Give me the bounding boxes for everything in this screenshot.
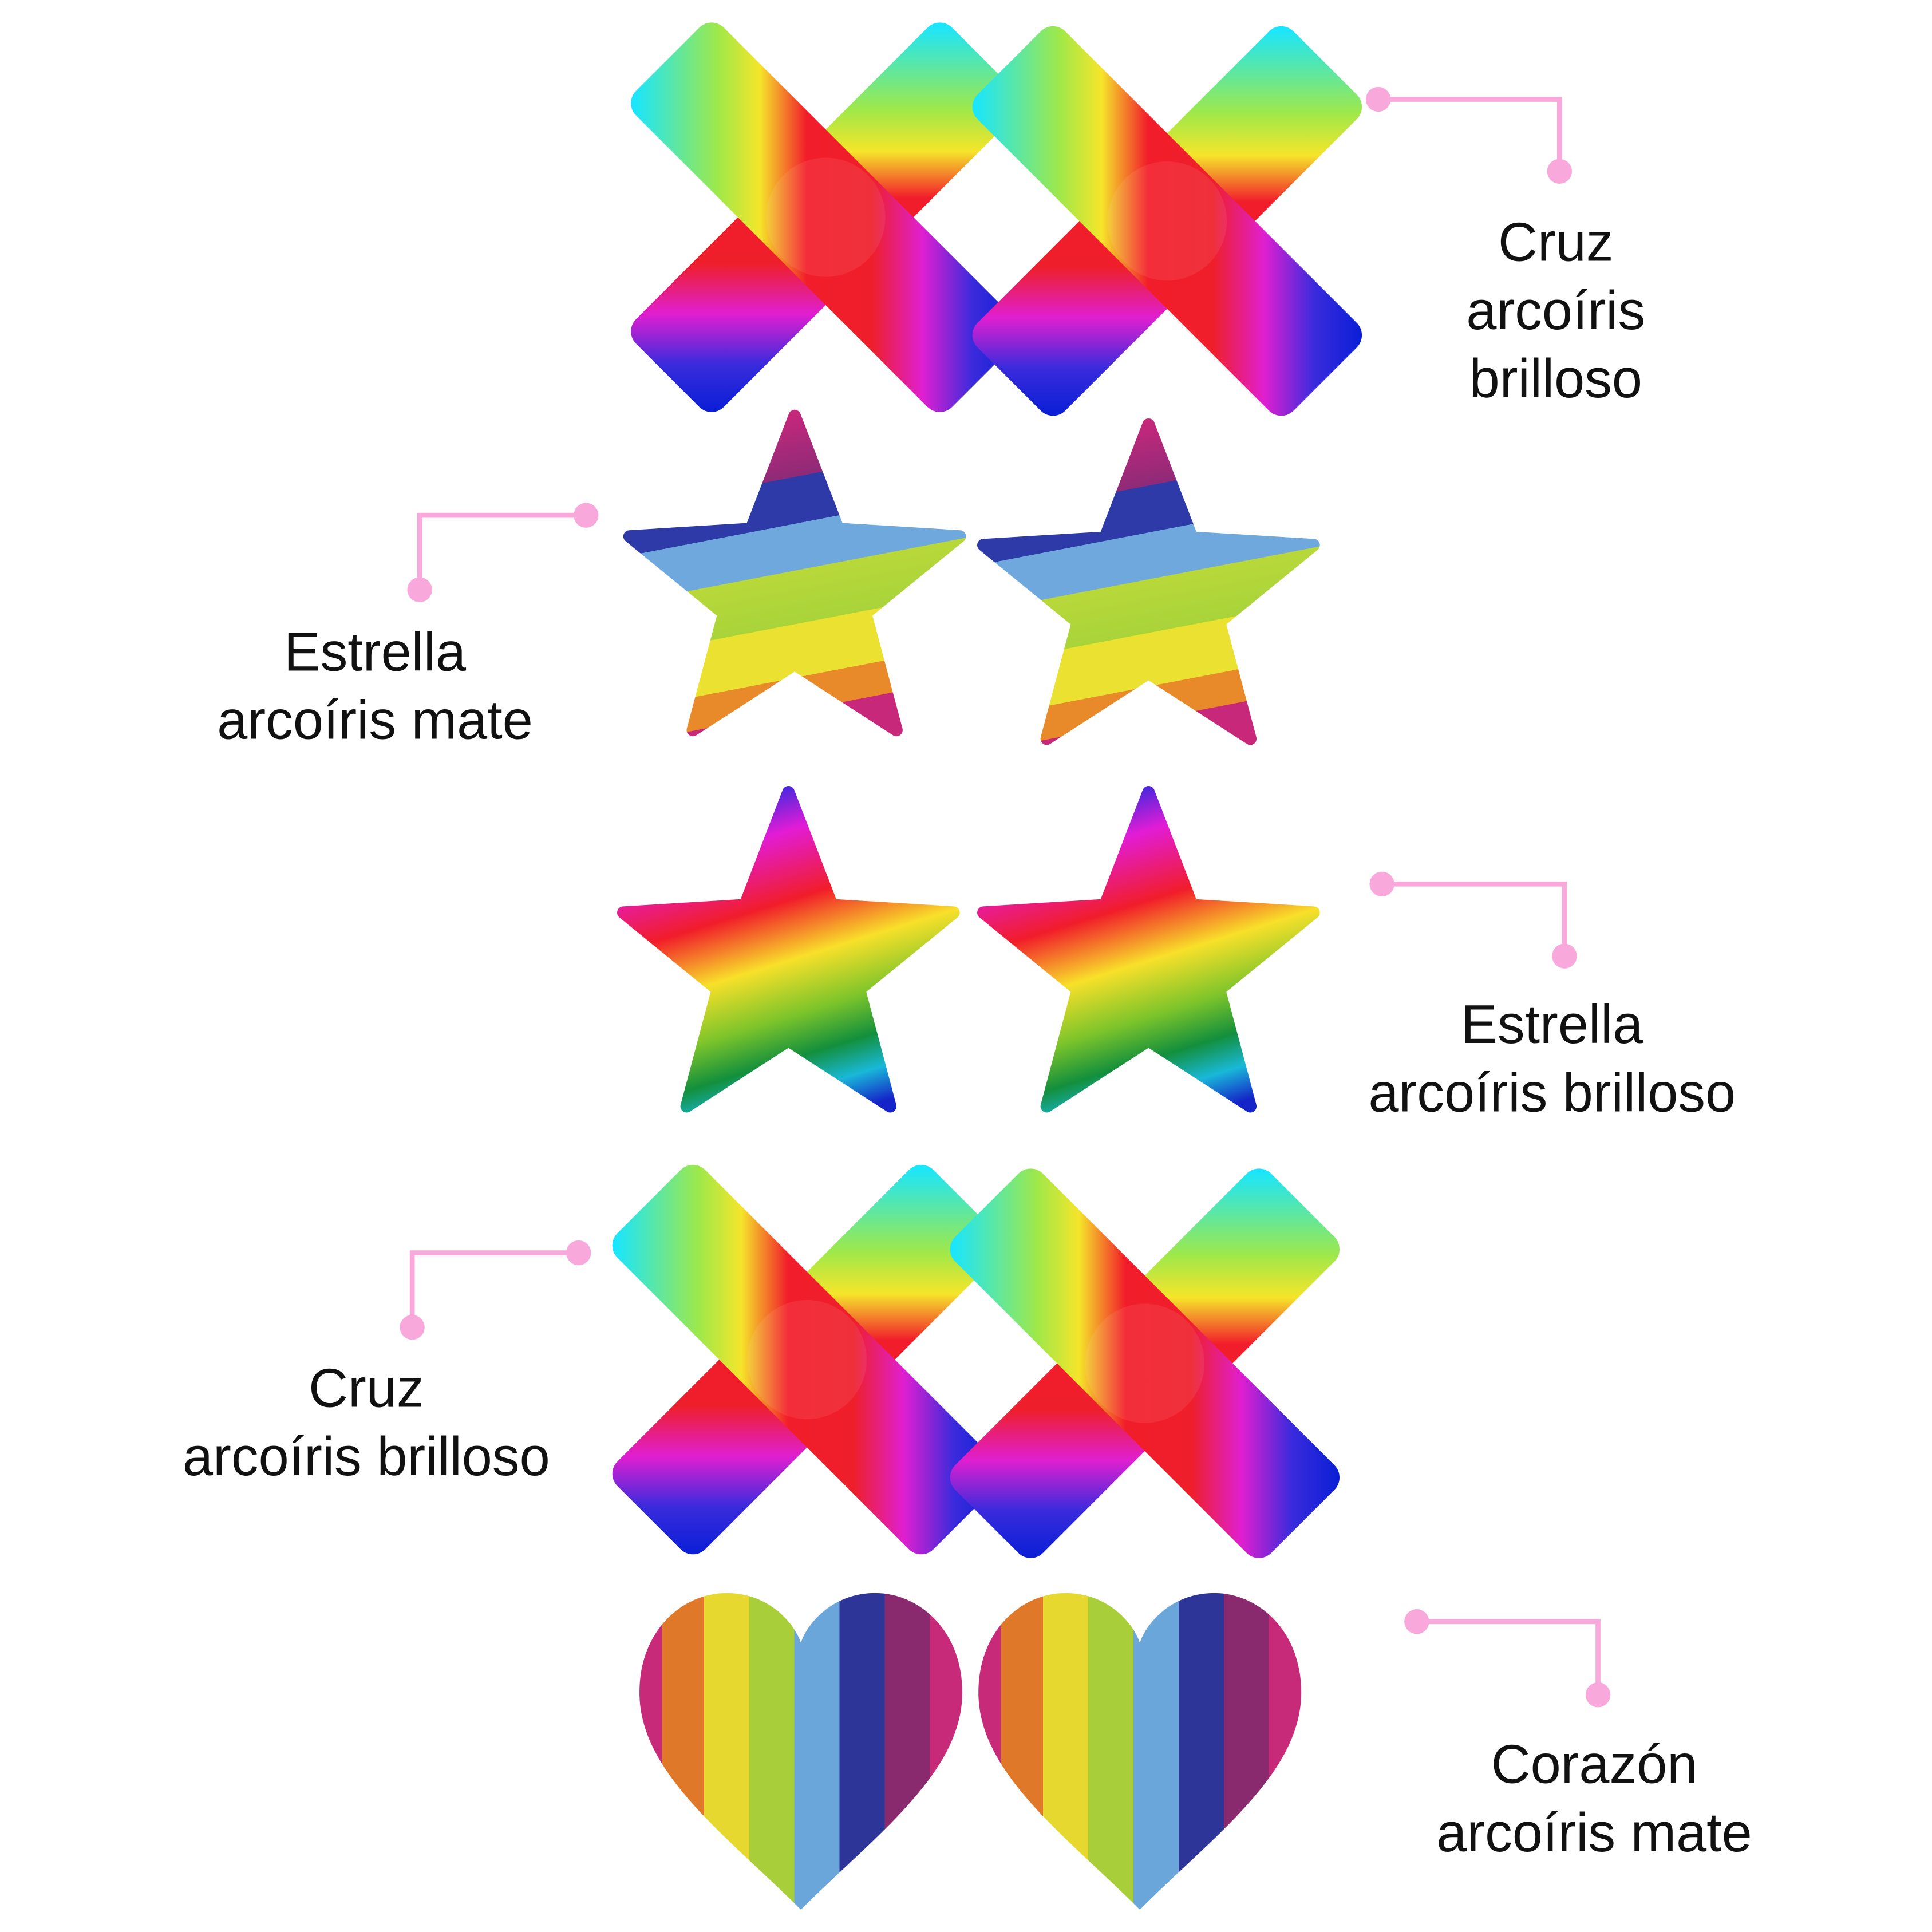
matte-heart-right [978, 1593, 1302, 1910]
matte-star-pair [630, 416, 1314, 739]
svg-text:Cruz: Cruz [1498, 212, 1613, 272]
glossy-cross-right-2 [943, 1161, 1347, 1566]
connector-1 [1365, 86, 1572, 184]
label-star-matte: Estrella arcoíris mate [217, 622, 532, 750]
glossy-star-right [983, 792, 1314, 1107]
svg-text:Estrella: Estrella [1461, 994, 1643, 1055]
label-heart-matte: Corazón arcoíris mate [1436, 1735, 1752, 1863]
matte-star-right [983, 425, 1314, 739]
svg-text:Cruz: Cruz [309, 1358, 424, 1419]
connector-5 [1404, 1609, 1611, 1708]
svg-text:brilloso: brilloso [1469, 349, 1642, 409]
svg-text:arcoíris brilloso: arcoíris brilloso [183, 1427, 550, 1487]
glossy-cross-pair-top [623, 15, 1369, 423]
glossy-cross-pair-bottom [605, 1157, 1347, 1566]
glossy-cross-right [965, 19, 1369, 423]
svg-text:arcoíris mate: arcoíris mate [217, 690, 532, 751]
connector-4 [400, 1240, 591, 1340]
connector-3 [1369, 871, 1577, 969]
matte-heart-pair [639, 1593, 1302, 1910]
svg-text:Corazón: Corazón [1491, 1735, 1698, 1795]
glossy-cross-left-2 [605, 1157, 1009, 1562]
svg-text:arcoíris mate: arcoíris mate [1436, 1803, 1752, 1863]
svg-text:arcoíris: arcoíris [1466, 280, 1645, 341]
label-star-glossy: Estrella arcoíris brilloso [1368, 994, 1736, 1123]
label-cross-glossy-top: Cruz arcoíris brilloso [1466, 212, 1645, 409]
glossy-star-left [623, 792, 954, 1107]
glossy-star-pair [623, 792, 1314, 1107]
svg-text:arcoíris brilloso: arcoíris brilloso [1368, 1062, 1736, 1123]
label-cross-glossy-bottom: Cruz arcoíris brilloso [183, 1358, 550, 1487]
connector-2 [407, 503, 599, 602]
svg-text:Estrella: Estrella [284, 622, 467, 682]
matte-star-left [630, 416, 960, 730]
matte-heart-left [639, 1593, 962, 1910]
glossy-cross-left [623, 15, 1028, 420]
